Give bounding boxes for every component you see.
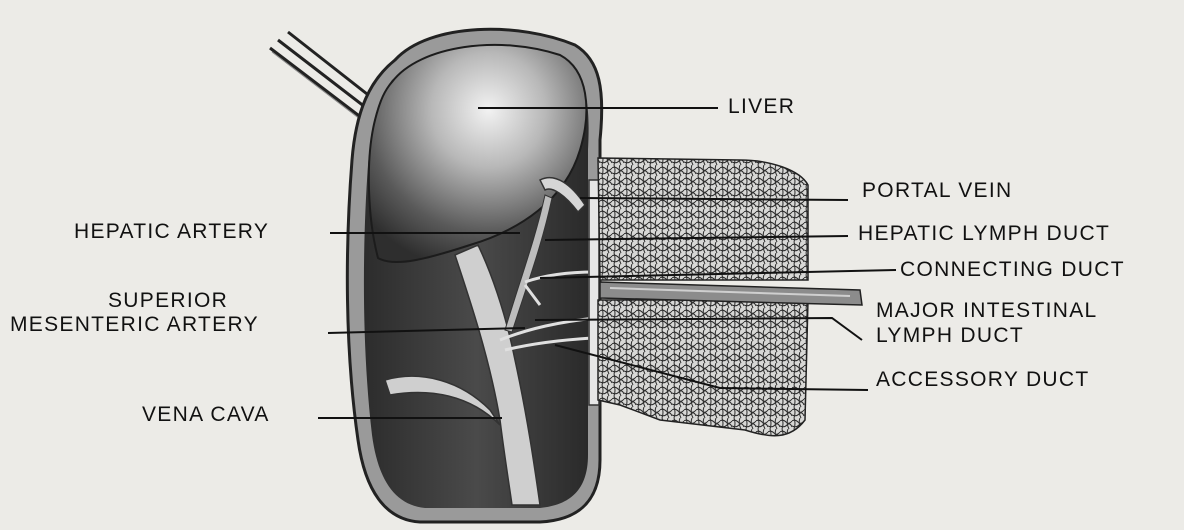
label-major-intestinal-line2: LYMPH DUCT [876,325,1024,346]
label-superior-mesenteric-artery-line1: SUPERIOR [108,290,228,311]
mesentery-mesh [598,158,808,280]
label-portal-vein: PORTAL VEIN [862,180,1012,201]
label-hepatic-artery: HEPATIC ARTERY [74,221,269,242]
label-superior-mesenteric-artery-line2: MESENTERIC ARTERY [10,314,259,335]
label-accessory-duct: ACCESSORY DUCT [876,369,1089,390]
label-connecting-duct: CONNECTING DUCT [900,259,1125,280]
label-vena-cava: VENA CAVA [142,404,270,425]
label-hepatic-lymph-duct: HEPATIC LYMPH DUCT [858,223,1110,244]
label-liver: LIVER [728,96,795,117]
label-major-intestinal-line1: MAJOR INTESTINAL [876,300,1098,321]
